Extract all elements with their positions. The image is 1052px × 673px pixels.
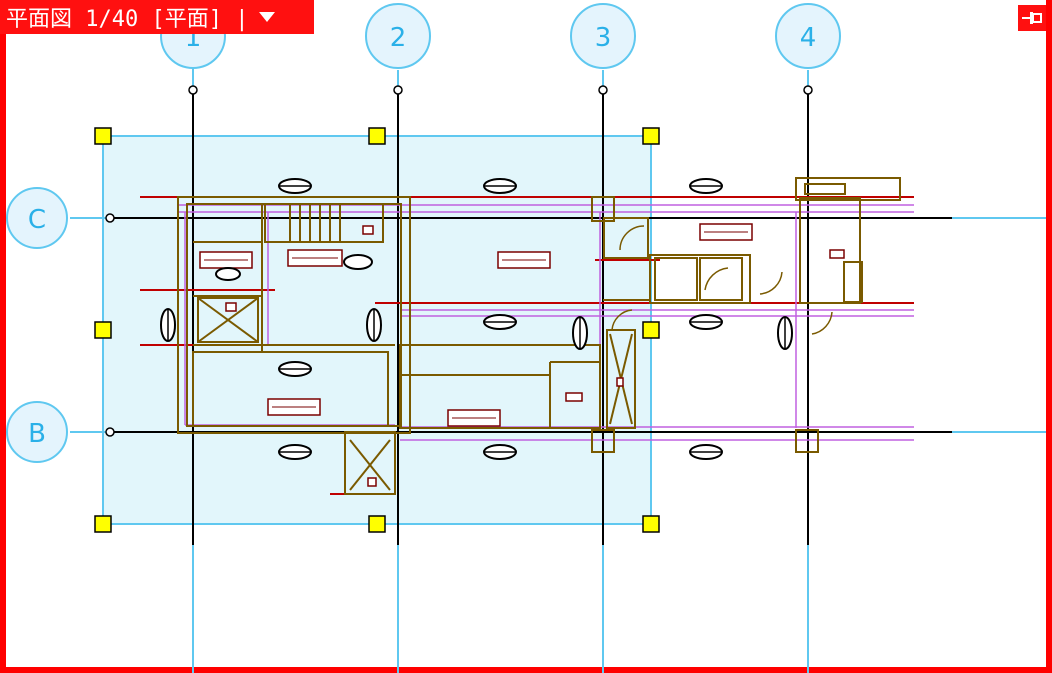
grid-bubble-2[interactable]: 2 — [365, 3, 431, 69]
view-title: 平面図 1/40 [平面] | — [6, 7, 249, 32]
pin-icon — [1022, 12, 1042, 24]
grid-label-C: C — [28, 205, 46, 235]
axis-end-markers — [105, 85, 813, 437]
room-tag-text — [204, 231, 748, 419]
section-symbol-lines — [167, 185, 786, 453]
grid-label-3: 3 — [595, 23, 612, 53]
handle-top-left[interactable] — [94, 127, 112, 145]
grid-label-2: 2 — [390, 23, 407, 53]
handle-bottom-left[interactable] — [94, 515, 112, 533]
handle-bottom-right[interactable] — [642, 515, 660, 533]
walls — [177, 177, 901, 495]
grid-bubble-C[interactable]: C — [6, 187, 68, 249]
view-menu-button[interactable] — [254, 4, 280, 30]
handle-bottom-middle[interactable] — [368, 515, 386, 533]
grid-bubble-3[interactable]: 3 — [570, 3, 636, 69]
grid-label-4: 4 — [800, 23, 817, 53]
triangle-down-icon — [259, 12, 276, 22]
handle-top-middle[interactable] — [368, 127, 386, 145]
view-title-bar[interactable]: 平面図 1/40 [平面] | — [0, 0, 314, 34]
selection-handles — [94, 127, 660, 533]
grid-label-B: B — [28, 419, 46, 449]
pin-button[interactable] — [1018, 5, 1046, 31]
handle-middle-right[interactable] — [642, 321, 660, 339]
grid-bubble-4[interactable]: 4 — [775, 3, 841, 69]
handle-middle-left[interactable] — [94, 321, 112, 339]
door-swings — [611, 225, 833, 335]
grid-bubble-B[interactable]: B — [6, 401, 68, 463]
handle-top-right[interactable] — [642, 127, 660, 145]
